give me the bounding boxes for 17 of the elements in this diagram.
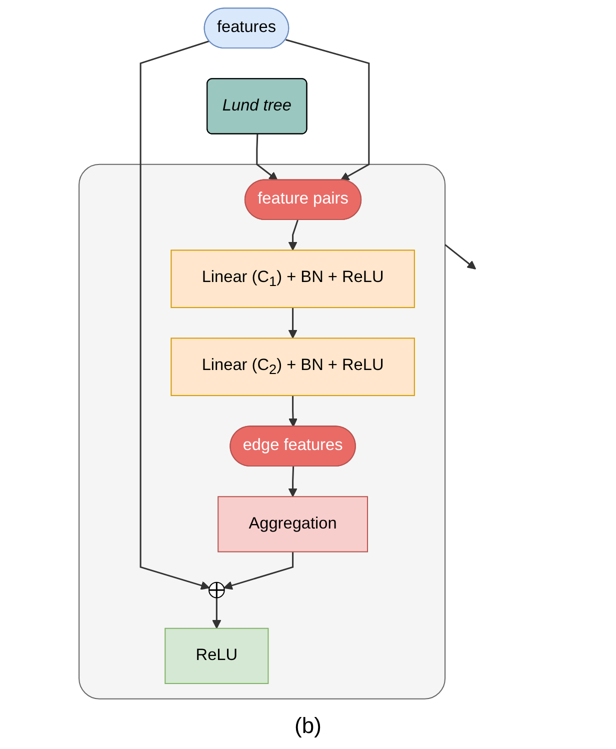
arrow xyxy=(288,466,298,498)
arrow xyxy=(288,308,298,339)
arrow xyxy=(444,244,476,270)
figure-caption: (b) xyxy=(294,713,322,739)
flowchart-diagram: features Lund tree feature pairs Linear (C$_{1}$) + BN + ReLU Linear (C$_{2}$) + BN + ReLU edge features Aggregation ReLU xyxy=(8,0,608,707)
node-box xyxy=(170,338,415,396)
arrow xyxy=(256,134,278,181)
arrow xyxy=(288,396,298,428)
arrow xyxy=(286,39,370,181)
node-box xyxy=(218,496,368,552)
arrow xyxy=(224,552,294,590)
arrow xyxy=(288,220,298,251)
arrow xyxy=(212,598,222,629)
node-box xyxy=(170,250,415,308)
cluster xyxy=(78,164,446,700)
arrow xyxy=(140,40,210,590)
node-box xyxy=(164,628,269,684)
